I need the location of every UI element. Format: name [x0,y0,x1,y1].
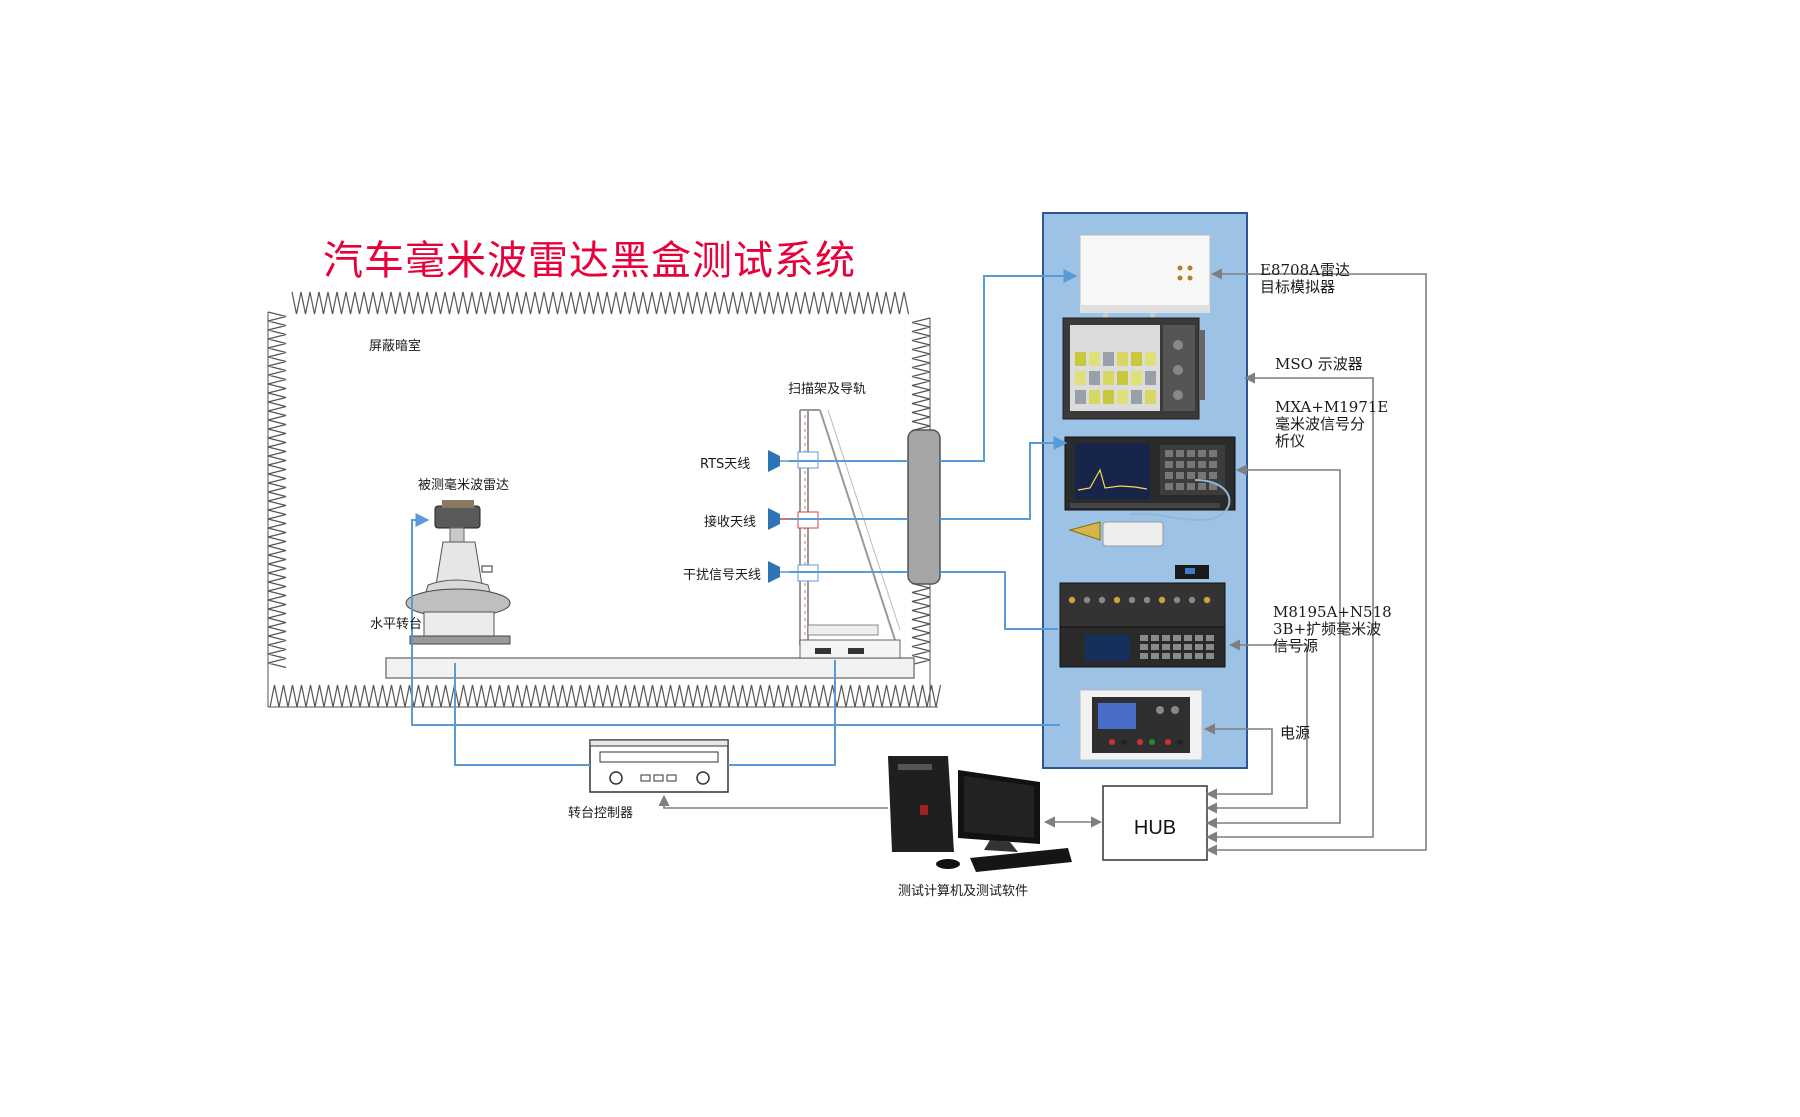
scanner-frame-illustration [797,409,901,659]
label-line: 目标模拟器 [1260,278,1336,296]
rf-signal-lines [411,269,1078,766]
label-line: M8195A+N518 [1273,603,1392,621]
label-line: E8708A雷达 [1260,261,1350,279]
label-line: MSO 示波器 [1275,355,1363,373]
computer-label: 测试计算机及测试软件 [898,884,1029,899]
hub-box [1102,785,1208,861]
instrument-label-oscilloscope: MSO 示波器 [1275,356,1363,373]
instrument-label-signal-analyzer: MXA+M1971E 毫米波信号分 析仪 [1275,399,1388,450]
chamber-floor-rail [385,657,915,679]
radar-turntable-illustration [405,500,511,645]
label-line: 析仪 [1275,432,1306,450]
instrument-label-power-supply: 电源 [1280,725,1310,742]
control-lan-lines [658,268,1427,856]
diagram-title: 汽车毫米波雷达黑盒测试系统 [323,238,856,284]
controller-label: 转台控制器 [568,806,634,821]
oscilloscope-device [1062,317,1205,420]
turntable-label: 水平转台 [370,617,423,632]
radar-target-simulator-device [1079,234,1211,323]
turntable-controller-device [589,739,729,793]
rts-antenna-label: RTS天线 [700,457,751,472]
hub-label: HUB [1133,817,1177,839]
label-line: 电源 [1280,724,1311,742]
label-line: 毫米波信号分 [1275,415,1366,433]
test-computer-illustration [888,756,1072,872]
feedthrough-panel [907,429,941,585]
power-supply-device [1079,689,1203,761]
scanner-rail-label: 扫描架及导轨 [788,382,867,397]
shielded-chamber-label: 屏蔽暗室 [369,339,422,354]
label-line: MXA+M1971E [1275,398,1389,416]
instrument-label-signal-source: M8195A+N518 3B+扩频毫米波 信号源 [1273,604,1392,655]
dut-radar-label: 被测毫米波雷达 [418,478,510,493]
label-line: 信号源 [1273,637,1319,655]
interference-antenna-label: 干扰信号天线 [683,568,762,583]
label-line: 3B+扩频毫米波 [1273,620,1382,638]
receive-antenna-label: 接收天线 [704,515,757,530]
instrument-label-target-simulator: E8708A雷达 目标模拟器 [1260,262,1350,296]
